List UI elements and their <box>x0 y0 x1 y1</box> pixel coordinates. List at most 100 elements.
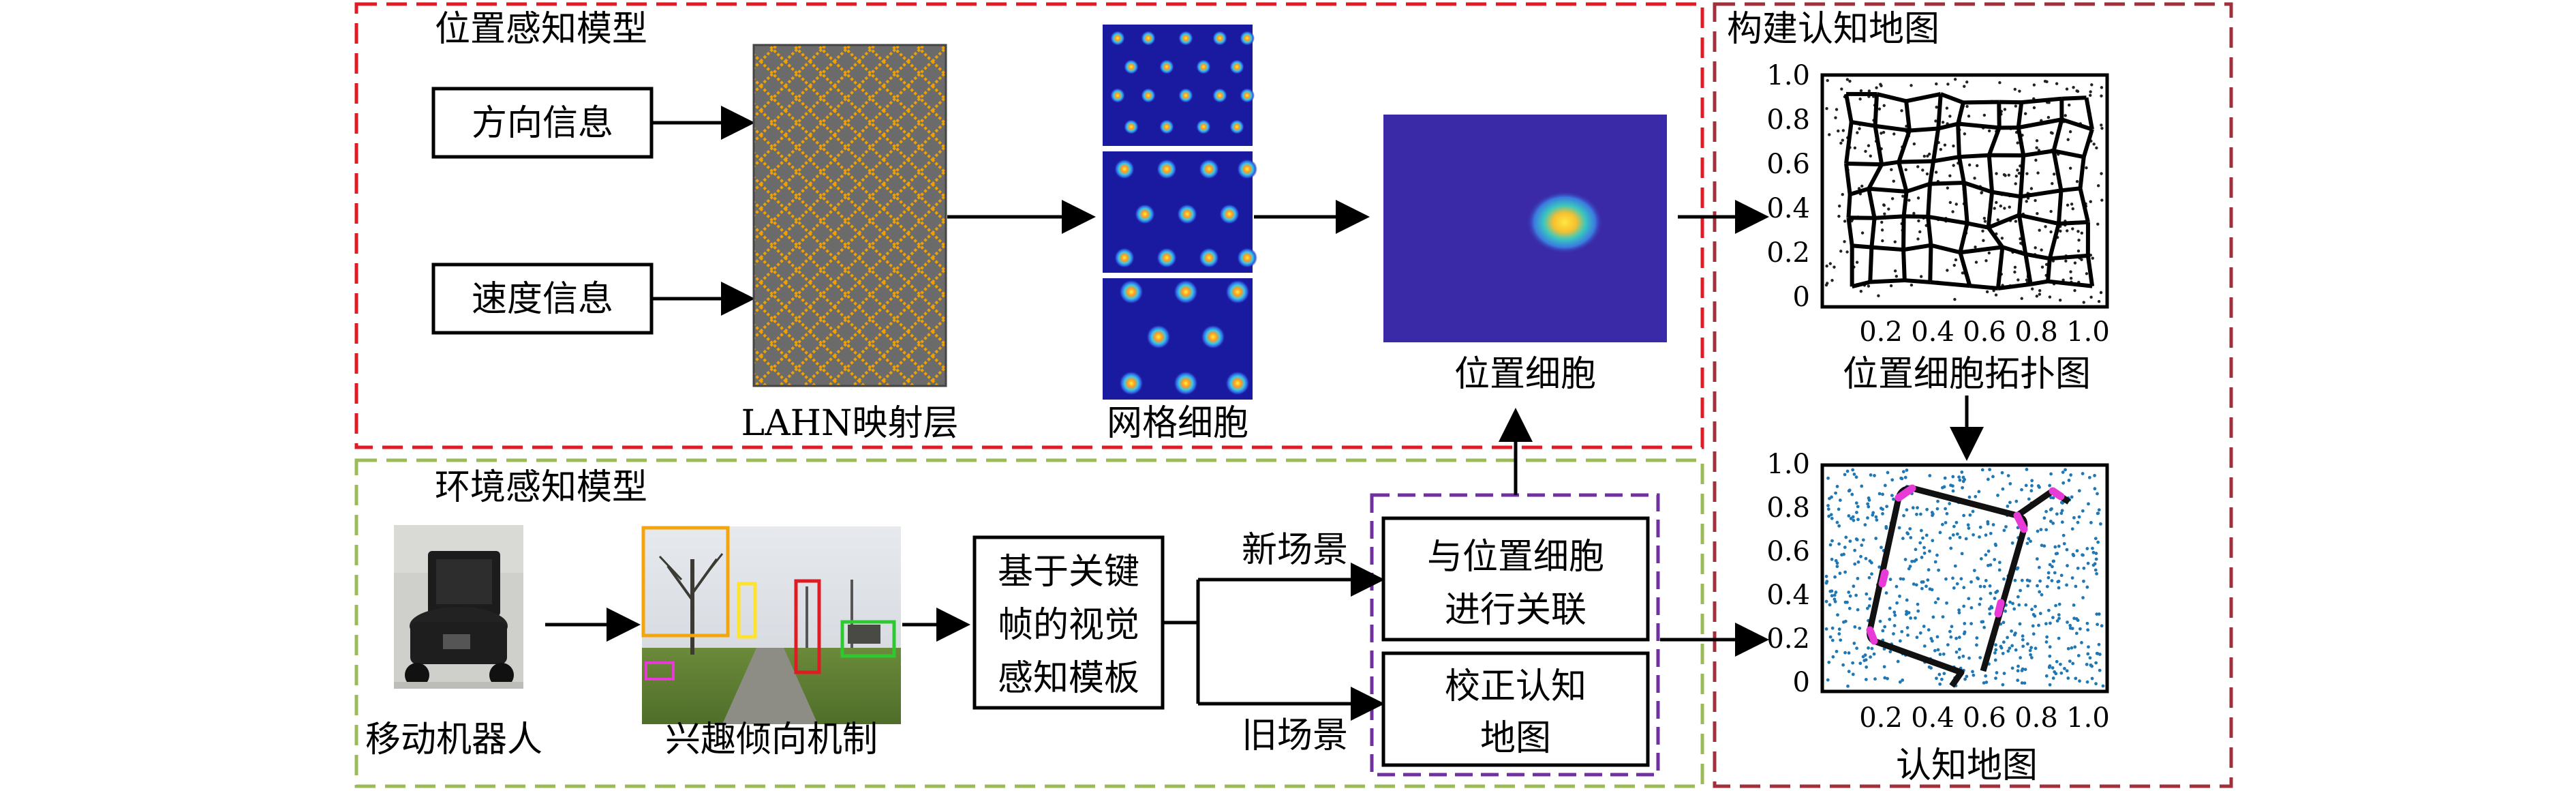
topology-y-tick-label: 0.4 <box>1766 193 1810 224</box>
topology-point <box>2065 87 2069 91</box>
topology-edge <box>1870 278 1905 284</box>
map-point <box>1852 473 1856 476</box>
map-point <box>1984 533 1988 537</box>
map-point <box>2054 603 2057 608</box>
topology-point <box>2034 158 2038 162</box>
map-point <box>2034 646 2038 651</box>
map-point <box>1957 636 1961 640</box>
topology-point <box>1948 200 1952 205</box>
map-point <box>1933 648 1937 653</box>
topology-edge <box>1958 222 1969 253</box>
topology-point <box>1995 172 1998 175</box>
map-point <box>1987 563 1990 567</box>
map-point <box>2096 623 2100 627</box>
map-point <box>1945 601 1948 605</box>
map-point <box>1993 658 1997 662</box>
map-point <box>2065 548 2069 552</box>
topology-edge <box>1875 123 1910 133</box>
topology-point <box>2096 222 2100 226</box>
topology-point <box>1890 197 1895 200</box>
map-point <box>1852 584 1856 588</box>
topology-point <box>1837 129 1840 133</box>
map-point <box>2031 632 2036 636</box>
map-point <box>1905 531 1910 535</box>
topology-edge <box>1926 183 1932 218</box>
map-point <box>1978 602 1982 606</box>
topology-point <box>1912 211 1916 215</box>
grid-field-2-0-2 <box>1225 280 1250 304</box>
map-point <box>1962 513 1966 518</box>
grid-field-1-1-2 <box>1219 204 1240 224</box>
map-point <box>1856 576 1860 580</box>
speed-info-label: 速度信息 <box>472 279 613 320</box>
map-x-tick-label: 0.6 <box>1963 702 2006 734</box>
map-point <box>2072 516 2076 520</box>
map-point <box>2051 496 2055 500</box>
map-point <box>1991 523 1995 526</box>
map-point <box>2049 496 2053 500</box>
topology-edge <box>1957 121 2000 130</box>
map-point <box>2048 654 2052 658</box>
map-point <box>1993 651 1997 655</box>
topology-edge <box>1905 92 1942 104</box>
topology-edge <box>1903 214 1929 219</box>
topology-y-tick-label: 0.6 <box>1766 149 1810 180</box>
grid-field-0-3-2 <box>1196 119 1211 134</box>
topology-point <box>1867 284 1871 288</box>
map-point <box>2051 522 2055 525</box>
topology-point <box>2002 173 2006 177</box>
map-point <box>1910 559 1914 563</box>
topology-edge <box>1987 127 2002 156</box>
map-point <box>2028 648 2032 653</box>
topology-edge <box>1901 250 1907 281</box>
map-point <box>1839 638 1843 642</box>
map-point <box>1922 644 1927 648</box>
map-point <box>1993 558 1997 562</box>
map-point <box>1977 490 1981 494</box>
map-point <box>1899 577 1903 581</box>
grid-field-2-0-0 <box>1119 280 1144 304</box>
direction-info-label: 方向信息 <box>472 103 613 144</box>
topology-edge <box>1927 214 1968 226</box>
map-point <box>2077 489 2081 493</box>
map-point <box>1883 625 1887 629</box>
map-point <box>2094 661 2098 665</box>
map-point <box>2020 488 2023 492</box>
grid-field-0-0-1 <box>1141 31 1156 46</box>
map-point <box>2095 572 2098 576</box>
map-point <box>1893 613 1897 617</box>
map-point <box>2038 612 2042 616</box>
map-point <box>1914 616 1917 620</box>
map-point <box>2039 528 2043 531</box>
map-point <box>1935 553 1939 557</box>
map-x-tick-label: 0.2 <box>1859 702 1903 734</box>
map-point <box>1915 512 1918 516</box>
map-point <box>2066 676 2070 680</box>
map-point <box>1852 642 1856 645</box>
topology-point <box>2073 288 2076 293</box>
map-point <box>1880 546 1883 550</box>
topology-point <box>2076 230 2080 233</box>
map-point <box>1847 591 1851 594</box>
map-point <box>1957 475 1961 479</box>
map-point <box>1982 625 1987 629</box>
map-point <box>1916 602 1920 606</box>
map-point <box>1848 594 1852 598</box>
topology-point <box>1858 127 1861 130</box>
map-point <box>2101 684 2105 688</box>
map-point <box>1976 577 1980 581</box>
map-point <box>2085 680 2089 684</box>
map-point <box>2091 546 2094 550</box>
topology-point <box>2077 238 2081 242</box>
map-point <box>2074 676 2078 681</box>
topology-point <box>2025 200 2028 203</box>
campus-scene-photo <box>642 526 901 724</box>
grid-field-0-1-0 <box>1124 59 1139 74</box>
map-point <box>1984 579 1988 582</box>
grid-field-0-3-3 <box>1229 119 1244 134</box>
topology-edge <box>2023 254 2033 285</box>
topology-point <box>1953 297 1957 301</box>
grid-field-1-1-0 <box>1135 204 1155 224</box>
map-x-tick-label: 0.4 <box>1911 702 1954 734</box>
map-point <box>1944 577 1948 581</box>
